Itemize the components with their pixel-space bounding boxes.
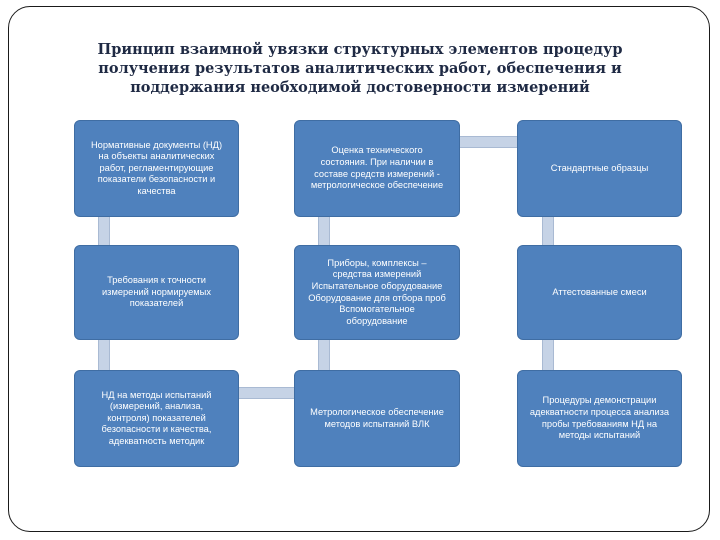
- connector-certified-mix-to-demo-proc: [542, 339, 554, 371]
- box-text-line: составе средств измерений -: [314, 168, 440, 179]
- box-text-line: Аттестованные смеси: [552, 286, 647, 297]
- connector-tech-state-to-std-samples: [459, 136, 518, 148]
- box-text-line: адекватность методик: [108, 435, 205, 446]
- box-text-line: Оценка технического: [331, 145, 423, 156]
- box-normative-documents: Нормативные документы (НД) на объекты ан…: [74, 120, 239, 217]
- box-text-line: состояния. При наличии в: [320, 156, 434, 167]
- box-metrological-support-vlk: Метрологическое обеспечение методов испы…: [294, 370, 460, 467]
- box-text-line: на объекты аналитических: [98, 151, 215, 162]
- box-text-line: Вспомогательное: [339, 304, 415, 315]
- box-demonstration-procedures: Процедуры демонстрации адекватности проц…: [517, 370, 682, 467]
- connector-accuracy-to-nd-methods: [98, 339, 110, 371]
- box-text-line: Оборудование для отбора проб: [308, 292, 446, 303]
- box-text-line: (измерений, анализа,: [109, 401, 204, 412]
- connector-nd-methods-to-metro-vlk: [238, 387, 296, 399]
- title-line: поддержания необходимой достоверности из…: [130, 79, 590, 96]
- box-instruments: Приборы, комплексы – средства измерений …: [294, 245, 460, 340]
- box-text-line: метрологическое обеспечение: [310, 180, 444, 191]
- box-text-line: пробы требованиям НД на: [541, 418, 658, 429]
- box-text-line: НД на методы испытаний: [101, 389, 212, 400]
- connector-std-samples-to-certified-mix: [542, 216, 554, 246]
- title-line: Принцип взаимной увязки структурных элем…: [97, 41, 623, 58]
- connector-nd-docs-to-accuracy: [98, 216, 110, 246]
- slide-frame: [8, 6, 710, 532]
- box-text-line: качества: [137, 185, 176, 196]
- connector-instruments-to-metro-vlk: [318, 339, 330, 371]
- box-text-line: оборудование: [346, 315, 408, 326]
- box-text-line: методов испытаний ВЛК: [324, 418, 430, 429]
- box-accuracy-requirements: Требования к точности измерений нормируе…: [74, 245, 239, 340]
- box-text-line: показателей: [129, 298, 184, 309]
- box-text-line: средства измерений: [332, 269, 422, 280]
- box-text-line: показатели безопасности и: [97, 174, 216, 185]
- box-text-line: работ, регламентирующие: [99, 162, 214, 173]
- box-text-line: контроля) показателей: [107, 412, 206, 423]
- box-standard-samples: Стандартные образцы: [517, 120, 682, 217]
- box-certified-mixtures: Аттестованные смеси: [517, 245, 682, 340]
- box-text-line: адекватности процесса анализа: [529, 406, 670, 417]
- box-text-line: измерений нормируемых: [101, 286, 212, 297]
- box-text-line: Метрологическое обеспечение: [310, 406, 444, 417]
- box-text-line: Процедуры демонстрации: [542, 395, 657, 406]
- connector-tech-state-to-instruments: [318, 216, 330, 246]
- box-text-line: Испытательное оборудование: [311, 280, 443, 291]
- box-text-line: Приборы, комплексы –: [327, 257, 427, 268]
- box-text-line: методы испытаний: [558, 430, 641, 441]
- box-technical-state: Оценка технического состояния. При налич…: [294, 120, 460, 217]
- box-text-line: Требования к точности: [107, 275, 206, 286]
- title-line: получения результатов аналитических рабо…: [98, 60, 622, 77]
- slide-title: Принцип взаимной увязки структурных элем…: [60, 40, 660, 97]
- box-text-line: безопасности и качества,: [101, 424, 212, 435]
- box-text-line: Нормативные документы (НД): [90, 139, 223, 150]
- box-test-methods-nd: НД на методы испытаний (измерений, анали…: [74, 370, 239, 467]
- box-text-line: Стандартные образцы: [550, 162, 649, 173]
